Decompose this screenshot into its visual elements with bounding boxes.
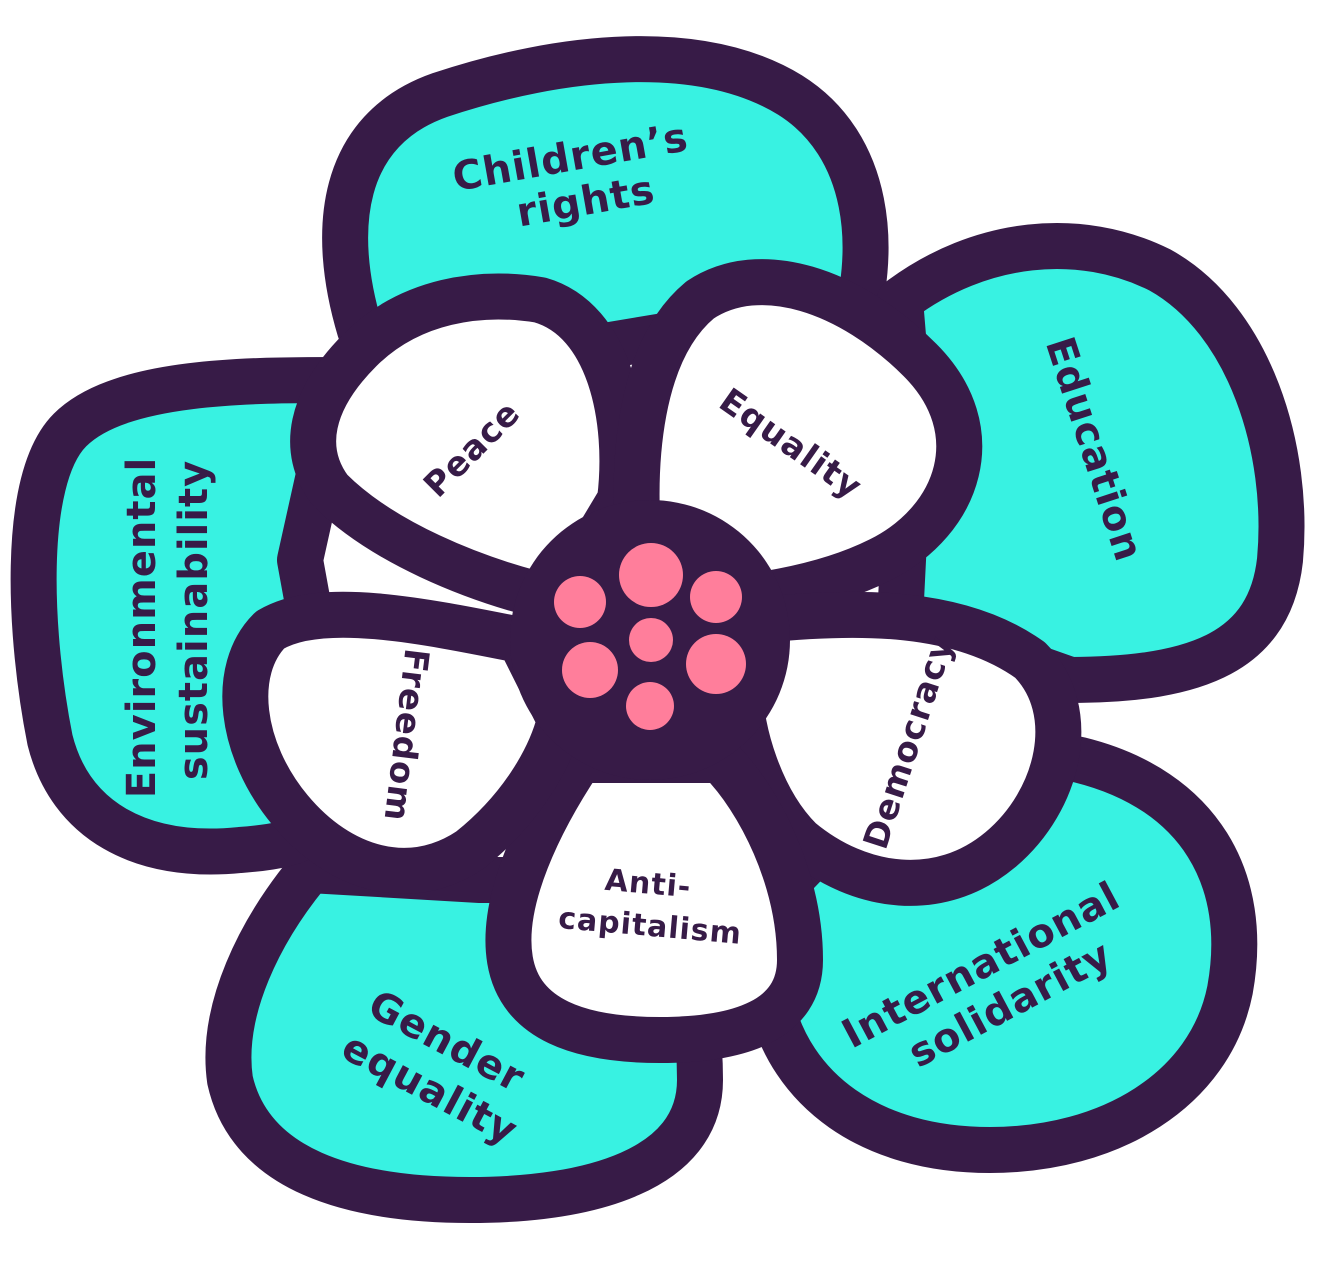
- inner-petal-equality: Equality: [613, 259, 983, 623]
- center-dot: [626, 682, 674, 730]
- outer-label-environmental-sustainability: Environmental sustainability: [119, 442, 217, 798]
- outer-petal-education: Education: [877, 223, 1305, 703]
- center-dot: [554, 576, 606, 628]
- center-dot: [690, 571, 742, 623]
- center-dot: [562, 642, 618, 698]
- center-dot: [629, 618, 673, 662]
- center-dot: [686, 634, 746, 694]
- flower-center: [510, 500, 790, 780]
- inner-petal-freedom: Freedom: [222, 591, 583, 894]
- inner-petal-anti-capitalism: Anti- capitalism: [485, 737, 823, 1063]
- inner-petal-peace: Peace: [290, 273, 646, 623]
- center-dot: [619, 543, 683, 607]
- inner-petal-democracy: Democracy: [717, 591, 1082, 906]
- inner-label-anti-capitalism: Anti- capitalism: [557, 859, 747, 952]
